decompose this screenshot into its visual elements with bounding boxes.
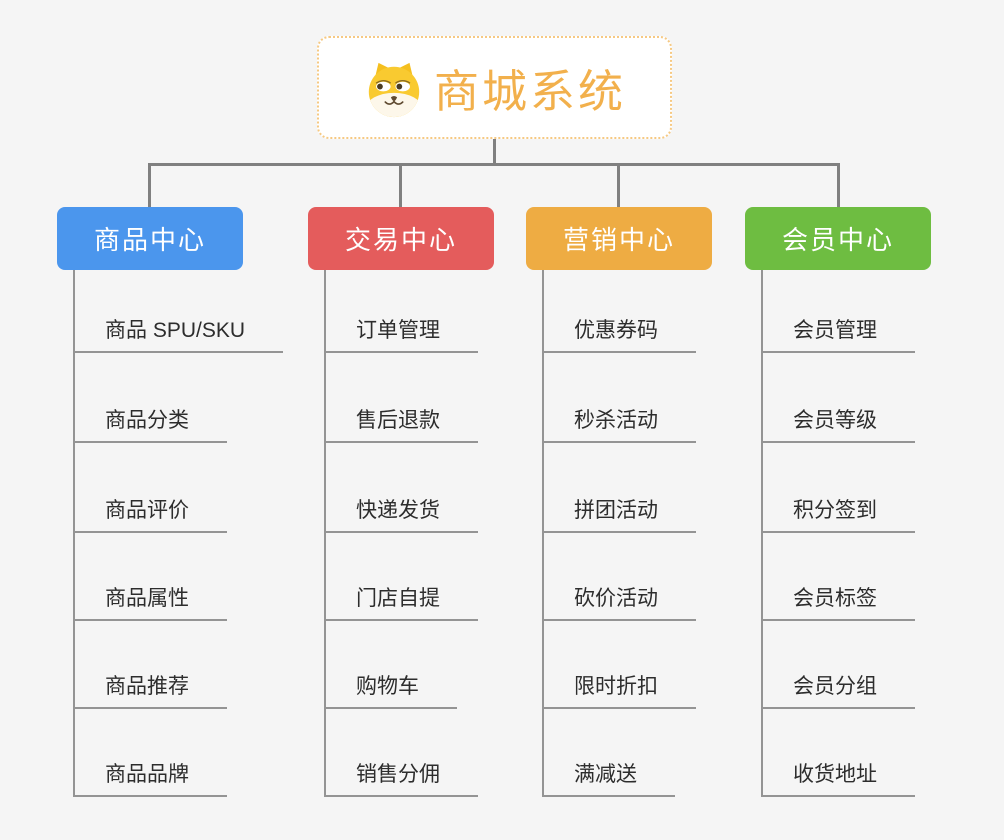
child-node[interactable]: 商品属性 — [75, 588, 227, 621]
child-node[interactable]: 拼团活动 — [544, 500, 696, 533]
child-node[interactable]: 限时折扣 — [544, 676, 696, 709]
child-node[interactable]: 销售分佣 — [326, 764, 478, 797]
connector-drop-marketing — [617, 163, 620, 207]
branch-children-goods: 商品 SPU/SKU 商品分类 商品评价 商品属性 商品推荐 商品品牌 — [73, 270, 305, 797]
child-node[interactable]: 购物车 — [326, 676, 457, 709]
child-node[interactable]: 秒杀活动 — [544, 410, 696, 443]
child-node[interactable]: 门店自提 — [326, 588, 478, 621]
branch-trade-center: 交易中心 订单管理 售后退款 快递发货 门店自提 购物车 销售分佣 — [308, 207, 494, 797]
connector-drop-member — [837, 163, 840, 207]
connector-drop-goods — [148, 163, 151, 207]
child-node[interactable]: 会员等级 — [763, 410, 915, 443]
branch-children-trade: 订单管理 售后退款 快递发货 门店自提 购物车 销售分佣 — [324, 270, 556, 797]
branch-goods-center: 商品中心 商品 SPU/SKU 商品分类 商品评价 商品属性 商品推荐 商品品牌 — [57, 207, 284, 797]
connector-drop-trade — [399, 163, 402, 207]
branch-marketing-center: 营销中心 优惠券码 秒杀活动 拼团活动 砍价活动 限时折扣 满减送 — [526, 207, 712, 797]
child-node[interactable]: 会员标签 — [763, 588, 915, 621]
child-node[interactable]: 收货地址 — [763, 764, 915, 797]
child-node[interactable]: 商品推荐 — [75, 676, 227, 709]
branch-member-center: 会员中心 会员管理 会员等级 积分签到 会员标签 会员分组 收货地址 — [745, 207, 931, 797]
child-node[interactable]: 商品分类 — [75, 410, 227, 443]
child-node[interactable]: 满减送 — [544, 764, 675, 797]
child-node[interactable]: 订单管理 — [326, 320, 478, 353]
child-node[interactable]: 积分签到 — [763, 500, 915, 533]
branch-node-goods-center[interactable]: 商品中心 — [57, 207, 243, 270]
connector-root-stem — [493, 139, 496, 166]
root-node[interactable]: 商城系统 — [317, 36, 672, 139]
branch-children-marketing: 优惠券码 秒杀活动 拼团活动 砍价活动 限时折扣 满减送 — [542, 270, 774, 797]
branch-node-trade-center[interactable]: 交易中心 — [308, 207, 494, 270]
shiba-dog-icon — [363, 57, 425, 119]
branch-node-member-center[interactable]: 会员中心 — [745, 207, 931, 270]
child-node[interactable]: 商品品牌 — [75, 764, 227, 797]
branch-children-member: 会员管理 会员等级 积分签到 会员标签 会员分组 收货地址 — [761, 270, 993, 797]
child-node[interactable]: 商品评价 — [75, 500, 227, 533]
root-title: 商城系统 — [433, 66, 626, 117]
branch-node-marketing-center[interactable]: 营销中心 — [526, 207, 712, 270]
child-node[interactable]: 会员管理 — [763, 320, 915, 353]
child-node[interactable]: 会员分组 — [763, 676, 915, 709]
child-node[interactable]: 商品 SPU/SKU — [75, 320, 284, 353]
child-node[interactable]: 快递发货 — [326, 500, 478, 533]
connector-horizontal-bar — [148, 163, 840, 166]
child-node[interactable]: 售后退款 — [326, 410, 478, 443]
child-node[interactable]: 砍价活动 — [544, 588, 696, 621]
child-node[interactable]: 优惠券码 — [544, 320, 696, 353]
